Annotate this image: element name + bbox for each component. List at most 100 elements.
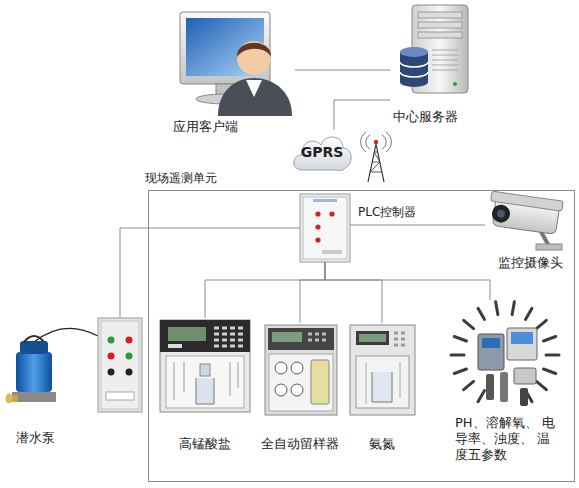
five-parameter-sensors: [546, 355, 559, 356]
server-tower: [453, 82, 457, 86]
plc-cabinet: [315, 211, 320, 216]
ammonia-analyzer: [366, 362, 400, 404]
plc-cabinet: [322, 250, 342, 254]
ammonia-analyzer: [356, 356, 409, 408]
five-parameter-sensors: [500, 372, 508, 402]
five-parameter-sensors: [486, 374, 494, 400]
cloud-node: GPRS: [290, 130, 354, 174]
user-figure: [237, 41, 271, 75]
five-parameter-sensors: [544, 337, 556, 341]
connector-line: [295, 70, 390, 71]
five-parameter-sensors: [514, 368, 536, 384]
instrument-node: 氨氮: [346, 323, 418, 453]
camera-node: 监控摄像头: [485, 192, 575, 272]
database-cylinder: [400, 47, 428, 57]
pump-control-box: [108, 369, 115, 376]
pump-control-box: [108, 337, 115, 344]
five-parameter-sensors: [511, 332, 533, 344]
pump-illustration: [24, 336, 44, 342]
connector-line: [300, 262, 325, 323]
antenna-tower: [361, 132, 392, 152]
connector-line: [334, 100, 390, 130]
pump-control-box: [126, 369, 133, 376]
pump-illustration: [20, 341, 48, 354]
pump-illustration: [6, 328, 99, 403]
autosampler-unit: [272, 332, 302, 342]
ammonia-analyzer: [350, 325, 415, 415]
node-label: 中心服务器: [380, 109, 470, 125]
connector-line: [205, 262, 325, 318]
permanganate-analyzer: [160, 320, 250, 412]
camera-illustration: [487, 191, 563, 235]
plc-cabinet: [303, 197, 347, 259]
antenna-tower: [368, 144, 384, 182]
connector-line: [325, 262, 490, 300]
plc-cabinet: [329, 211, 334, 216]
plc-cabinet: [300, 194, 350, 262]
node-label: PH、溶解氧、 电导率、浊度、 温度五参数: [455, 415, 555, 463]
pump-control-box: [98, 318, 142, 412]
connector-line: [350, 225, 485, 226]
permanganate-analyzer: [160, 320, 250, 412]
autosampler-unit: [291, 384, 303, 396]
antenna-tower: [374, 140, 378, 144]
camera-illustration: [491, 203, 511, 223]
pump-control-box: [101, 321, 139, 409]
ammonia-analyzer: [350, 325, 415, 415]
server-tower: [432, 50, 458, 70]
server-tower: [418, 32, 462, 38]
pump-illustration: [6, 394, 13, 404]
autosampler-unit: [265, 325, 337, 415]
five-parameter-sensors: [526, 308, 533, 319]
autosampler-unit: [265, 325, 337, 415]
five-parameter-sensors: [451, 302, 559, 406]
pump-control-box: [106, 392, 134, 400]
server-tower: [418, 12, 462, 18]
field-unit-frame: 现场遥测单元PLC控制器监控摄像头高锰酸盐全自动留样器氨氮PH、溶解氧、 电导率…: [148, 190, 575, 482]
database-cylinder: [400, 77, 428, 87]
five-parameter-sensors: [482, 338, 500, 348]
autosampler-unit: [268, 328, 334, 350]
five-parameter-sensors: [536, 320, 546, 328]
autosampler-unit: [275, 362, 287, 374]
database-cylinder: [400, 47, 428, 87]
camera-illustration: [496, 209, 505, 218]
permanganate-analyzer: [200, 364, 210, 376]
five-parameter-sensors: [464, 381, 474, 389]
permanganate-analyzer: [196, 378, 214, 404]
permanganate-analyzer: [160, 320, 250, 352]
five-parameter-sensors: [454, 369, 466, 373]
server-tower: [418, 22, 462, 28]
five-parameter-sensors: [451, 355, 464, 356]
camera-illustration: [487, 191, 563, 250]
node-label: 现场遥测单元: [145, 170, 217, 186]
pump-control-box: [126, 337, 133, 344]
instrument-node: 全自动留样器: [258, 323, 342, 453]
pump-node: 潜水泵: [5, 318, 145, 448]
instrument-node: 高锰酸盐: [155, 318, 255, 453]
client-node: 应用客户端: [165, 5, 295, 135]
five-parameter-sensors: [496, 302, 498, 315]
user-figure: [237, 43, 271, 57]
plc-cabinet: [313, 199, 337, 202]
five-parameter-sensors: [454, 337, 466, 341]
five-parameter-sensors: [478, 391, 485, 402]
autosampler-unit: [291, 362, 303, 374]
autosampler-unit: [269, 354, 333, 411]
permanganate-analyzer: [214, 328, 243, 346]
camera-illustration: [536, 244, 562, 250]
node-label: 氨氮: [346, 436, 418, 452]
user-figure: [246, 80, 262, 97]
server-node: 中心服务器: [390, 3, 480, 125]
node-label: 全自动留样器: [255, 436, 345, 452]
ammonia-analyzer: [372, 372, 392, 402]
computer-illustration: [180, 12, 270, 104]
five-parameter-sensors: [544, 369, 556, 373]
plc-node: PLC控制器: [300, 194, 350, 262]
connector-line: [120, 228, 300, 318]
antenna-tower: [361, 132, 392, 182]
node-label: GPRS: [290, 144, 354, 160]
permanganate-analyzer: [168, 327, 206, 341]
